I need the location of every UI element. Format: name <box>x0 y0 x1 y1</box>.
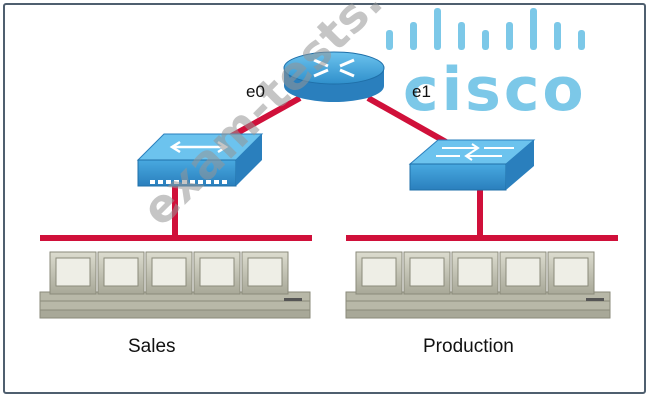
segment-label-production: Production <box>423 336 514 357</box>
pc-sales-2 <box>97 251 145 295</box>
network-links <box>40 95 618 241</box>
pc-sales-5 <box>241 251 289 295</box>
pc-sales-1 <box>49 251 97 295</box>
pc-production-3 <box>451 251 499 295</box>
cisco-logo-text: cisco <box>403 55 587 125</box>
interface-label-e0: e0 <box>246 82 265 101</box>
pc-production-4 <box>499 251 547 295</box>
switch-sales-icon <box>136 133 264 187</box>
pc-group-production <box>345 251 611 319</box>
router-icon <box>283 51 385 102</box>
pc-group-sales <box>39 251 311 319</box>
cisco-logo-bars <box>386 8 585 50</box>
link-router-switch-right <box>366 95 448 145</box>
switch-production-icon <box>408 139 536 191</box>
link-router-switch-left <box>226 95 302 141</box>
pc-production-1 <box>355 251 403 295</box>
pc-sales-4 <box>193 251 241 295</box>
pc-sales-3 <box>145 251 193 295</box>
pc-production-5 <box>547 251 595 295</box>
segment-label-sales: Sales <box>128 336 176 357</box>
interface-label-e1: e1 <box>412 82 431 101</box>
pc-production-2 <box>403 251 451 295</box>
